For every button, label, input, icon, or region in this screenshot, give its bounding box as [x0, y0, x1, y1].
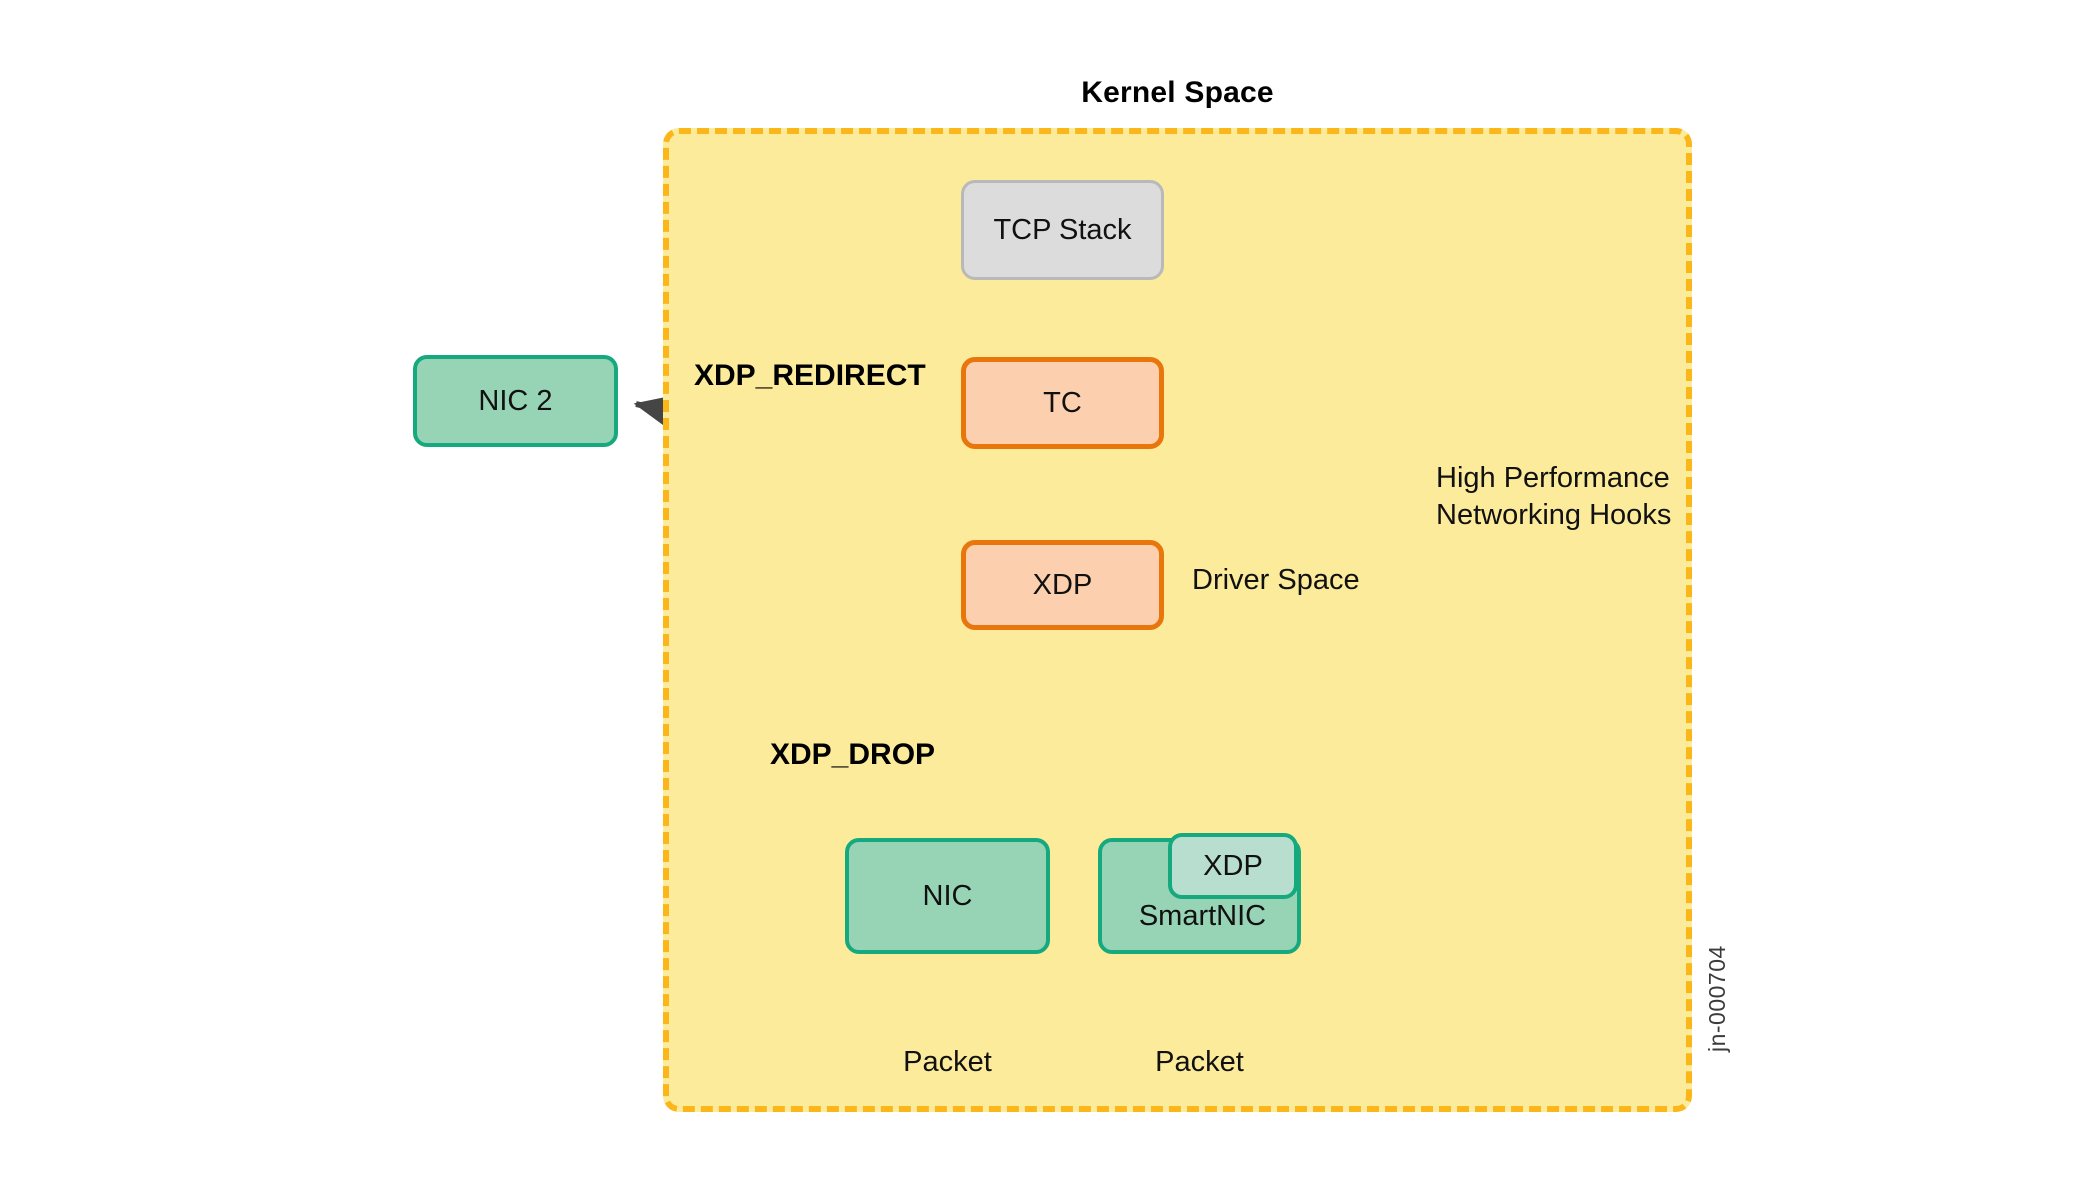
node-xdp-label: XDP [1032, 568, 1093, 601]
kernel-space-container [663, 128, 1692, 1112]
node-smartnic-xdp-label: XDP [1203, 849, 1263, 882]
node-nic[interactable]: NIC [845, 838, 1050, 954]
label-packet-left: Packet [903, 1046, 992, 1078]
node-tc[interactable]: TC [961, 357, 1164, 449]
node-nic-label: NIC [922, 879, 973, 912]
node-nic2[interactable]: NIC 2 [413, 355, 618, 447]
node-nic2-label: NIC 2 [478, 384, 553, 417]
node-tcp-stack-label: TCP Stack [993, 213, 1132, 246]
node-tc-label: TC [1043, 386, 1082, 419]
watermark-id: jn-000704 [1704, 945, 1730, 1052]
label-driver-space: Driver Space [1192, 564, 1360, 596]
label-packet-right: Packet [1155, 1046, 1244, 1078]
kernel-space-title: Kernel Space [1081, 76, 1274, 109]
node-xdp[interactable]: XDP [961, 540, 1164, 630]
node-tcp-stack[interactable]: TCP Stack [961, 180, 1164, 280]
label-xdp-drop: XDP_DROP [770, 738, 936, 771]
node-smartnic-label: SmartNIC [1138, 900, 1267, 932]
label-xdp-redirect: XDP_REDIRECT [694, 359, 926, 392]
node-smartnic-xdp[interactable]: XDP [1168, 833, 1298, 899]
label-high-performance-networking-hooks: High Performance Networking Hooks [1436, 462, 1672, 532]
